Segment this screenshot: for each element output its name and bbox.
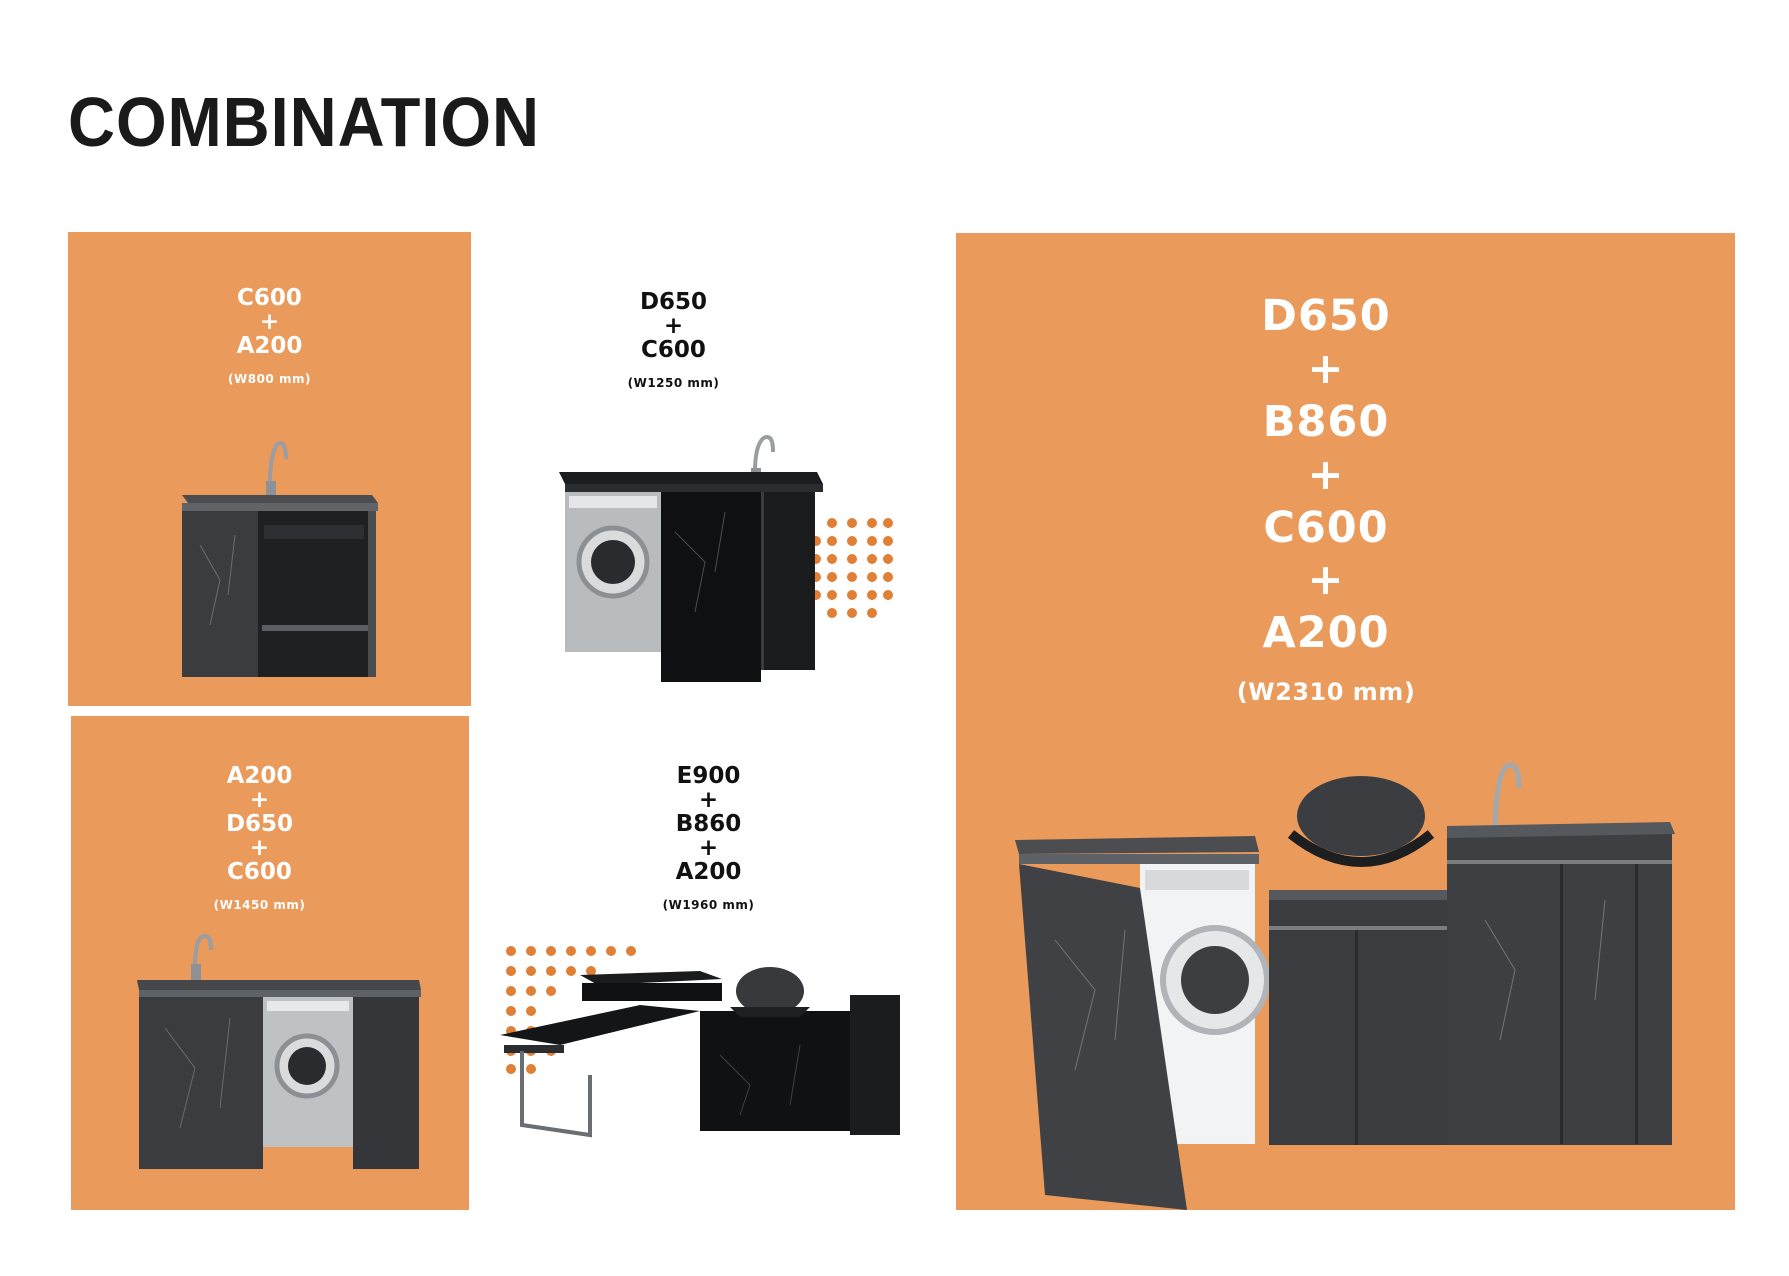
bbq-table-cabinet-image — [500, 967, 900, 1138]
plus-sign: + — [1307, 343, 1345, 394]
plus-sign: + — [1307, 555, 1345, 606]
page-title: COMBINATION — [68, 83, 540, 161]
combo-label: E900 + B860 + A200 (W1960 mm) — [607, 763, 810, 912]
model-code: C600 — [1263, 502, 1389, 553]
model-code: B860 — [1262, 396, 1390, 447]
plus-sign: + — [698, 786, 719, 813]
plus-sign: + — [698, 834, 719, 861]
plus-sign: + — [249, 786, 270, 813]
combo-label: D650 + B860 + C600 + A200 (W2310 mm) — [1226, 290, 1426, 708]
combo-label: A200 + D650 + C600 (W1450 mm) — [158, 763, 361, 912]
model-code: D650 — [1261, 291, 1391, 341]
model-code: C600 — [227, 858, 292, 885]
plus-sign: + — [249, 834, 270, 861]
plus-sign: + — [259, 308, 280, 335]
model-code: C600 — [237, 285, 302, 311]
model-code: E900 — [676, 763, 741, 789]
model-code: B860 — [675, 810, 742, 837]
model-code: C600 — [641, 336, 706, 363]
combo-width: (W1250 mm) — [627, 375, 720, 390]
dot-pattern-decoration — [506, 946, 636, 1074]
combo-width: (W800 mm) — [228, 371, 311, 386]
model-code: A200 — [236, 332, 303, 359]
dot-pattern-decoration — [811, 518, 893, 618]
model-code: A200 — [226, 763, 293, 789]
plus-sign: + — [1307, 449, 1345, 500]
sink-washer-cabinet-image — [137, 933, 421, 1169]
combo-label: C600 + A200 (W800 mm) — [168, 285, 371, 386]
washer-cabinet-image — [559, 434, 823, 682]
plus-sign: + — [663, 312, 684, 339]
full-outdoor-kitchen-image — [1015, 762, 1675, 1210]
model-code: A200 — [675, 858, 742, 885]
combo-width: (W2310 mm) — [1236, 678, 1416, 707]
sink-cabinet-image — [182, 440, 378, 677]
model-code: A200 — [1262, 608, 1390, 659]
model-code: D650 — [639, 289, 708, 315]
combo-width: (W1960 mm) — [662, 897, 755, 912]
combo-label: D650 + C600 (W1250 mm) — [572, 289, 775, 390]
model-code: D650 — [225, 810, 294, 837]
combo-width: (W1450 mm) — [213, 897, 306, 912]
